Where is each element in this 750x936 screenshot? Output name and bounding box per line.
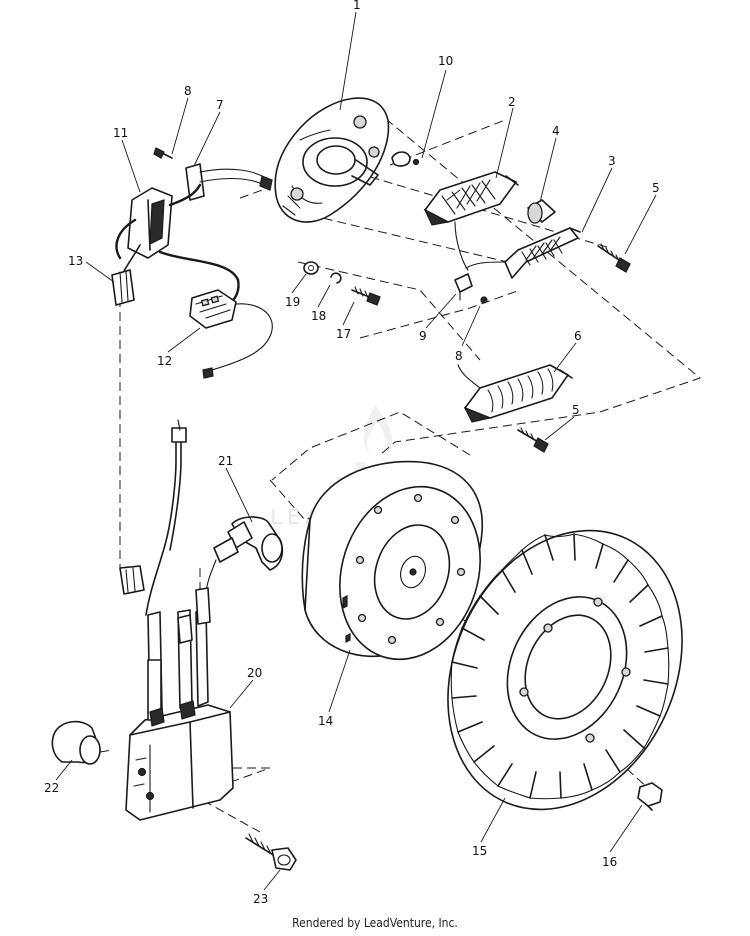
spacer-collar — [527, 199, 556, 224]
callout-18: 18 — [311, 309, 326, 323]
callout-17: 17 — [336, 327, 351, 341]
pulser-coil — [465, 227, 581, 279]
callout-5-lower: 5 — [572, 403, 580, 417]
rubber-cap — [51, 720, 101, 765]
harness-connector — [111, 269, 135, 306]
screw-lower — [517, 427, 549, 453]
callout-20: 20 — [247, 666, 262, 680]
callout-22: 22 — [44, 781, 59, 795]
lighting-coil — [457, 364, 573, 423]
callout-19: 19 — [285, 295, 300, 309]
callout-21: 21 — [218, 454, 233, 468]
lead-clamp — [454, 273, 488, 304]
callout-13: 13 — [68, 254, 83, 268]
bracket-and-screw — [153, 147, 273, 201]
flywheel-rotor — [301, 460, 483, 661]
callout-11: 11 — [113, 126, 128, 140]
coupler-block — [189, 289, 237, 379]
ignition-lead-wires — [119, 419, 187, 616]
screw-upper — [597, 243, 631, 273]
callout-8-lower: 8 — [455, 349, 463, 363]
callout-numbers: 1 2 3 4 5 5 6 7 8 8 9 10 11 12 13 14 15 … — [44, 0, 660, 906]
callout-14: 14 — [318, 714, 333, 728]
mounting-bolt — [245, 833, 297, 871]
callout-2: 2 — [508, 95, 516, 109]
rectifier-regulator — [115, 187, 173, 260]
callout-23: 23 — [253, 892, 268, 906]
callout-3: 3 — [608, 154, 616, 168]
callout-16: 16 — [602, 855, 617, 869]
callout-10: 10 — [438, 54, 453, 68]
callout-8-upper: 8 — [184, 84, 192, 98]
callout-9: 9 — [419, 329, 427, 343]
ignition-coil — [125, 587, 234, 821]
callout-4: 4 — [552, 124, 560, 138]
callout-5-upper: 5 — [652, 181, 660, 195]
fan-bolt — [637, 782, 663, 811]
callout-6: 6 — [574, 329, 582, 343]
stator-base-plate — [274, 97, 390, 223]
leader-lines — [55, 11, 657, 891]
callout-7: 7 — [216, 98, 224, 112]
cooling-fan — [447, 529, 683, 811]
callout-15: 15 — [472, 844, 487, 858]
spark-plug-cap — [205, 516, 284, 596]
fan-blades — [450, 533, 670, 800]
charge-coil — [423, 171, 519, 271]
retaining-clip — [391, 151, 420, 167]
rendered-by-footer: Rendered by LeadVenture, Inc. — [292, 916, 458, 930]
mount-screw-set — [303, 261, 381, 306]
callout-1: 1 — [353, 0, 361, 12]
callout-12: 12 — [157, 354, 172, 368]
